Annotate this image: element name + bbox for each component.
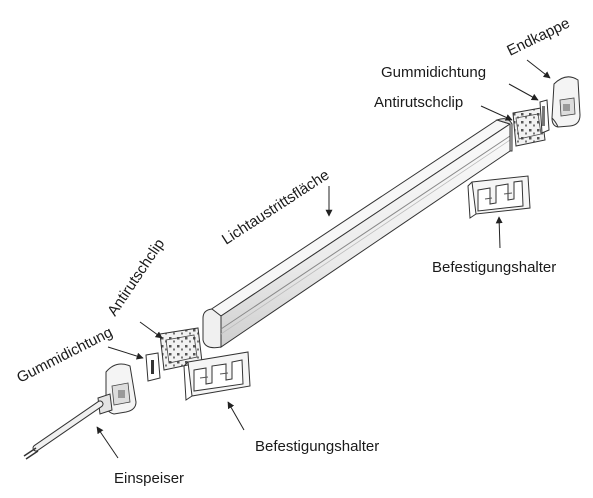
befestigungshalter-left	[183, 351, 251, 401]
arrow-antirutschclip-left	[139, 321, 163, 339]
arrow-endkappe	[526, 59, 551, 79]
einspeiser	[23, 363, 137, 460]
label-gummidichtung-left: Gummidichtung	[14, 324, 115, 387]
arrow-antirutschclip-top	[480, 105, 513, 121]
arrow-befestigungshalter-bottom	[227, 401, 245, 431]
label-lichtaustrittsflaeche: Lichtaustrittsfläche	[219, 166, 332, 248]
antirutschclip-left	[159, 327, 203, 371]
antirutschclip-right	[512, 107, 546, 147]
gummidichtung-right	[539, 99, 550, 134]
label-antirutschclip-left: Antirutschclip	[104, 236, 168, 319]
arrow-einspeiser	[96, 426, 119, 459]
befestigungshalter-right	[467, 175, 531, 219]
label-einspeiser: Einspeiser	[114, 470, 184, 487]
label-endkappe: Endkappe	[504, 15, 572, 60]
label-befestigungshalter-right: Befestigungshalter	[432, 259, 556, 276]
label-antirutschclip-top: Antirutschclip	[374, 94, 463, 111]
callout-arrows	[96, 59, 551, 459]
label-gummidichtung-top: Gummidichtung	[381, 64, 486, 81]
led-profile-bar	[202, 118, 513, 349]
label-befestigungshalter-bottom: Befestigungshalter	[255, 438, 379, 455]
gummidichtung-left	[145, 352, 161, 382]
arrow-befestigungshalter-right	[495, 216, 503, 249]
arrow-gummidichtung-top	[508, 83, 539, 101]
endkappe	[551, 76, 581, 128]
arrow-gummidichtung-left	[107, 346, 144, 360]
